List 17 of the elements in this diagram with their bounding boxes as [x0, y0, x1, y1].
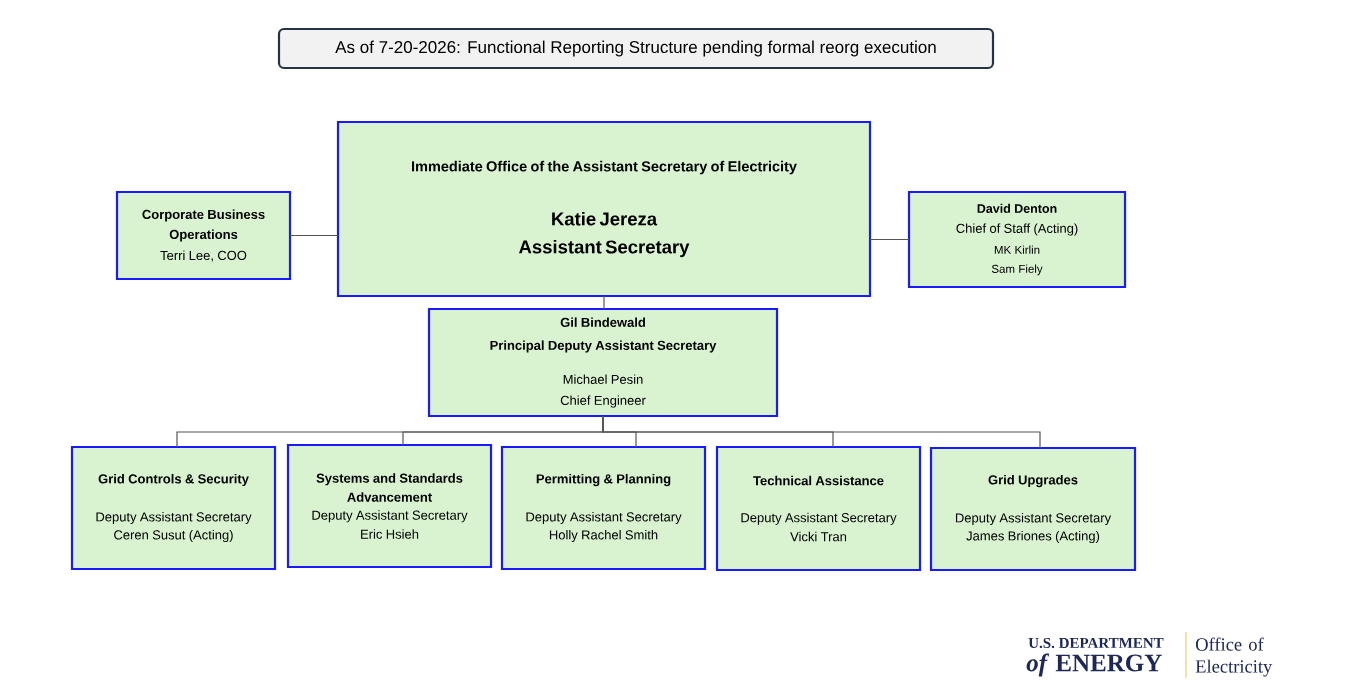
- agency-name: of ENERGY: [1026, 653, 1162, 677]
- org-box: Technical Assistance Deputy Assistant Secretary Vicki Tran: [715, 445, 922, 572]
- agency-name: Office of Electricity: [1195, 637, 1273, 677]
- org-box: Grid Controls & Security Deputy Assistant Secretary Ceren Susut (Acting): [70, 445, 277, 571]
- title-box: As of 7-20-2026: Functional Reporting Structure pending formal reorg execution: [277, 27, 995, 70]
- connector-line: [289, 234, 339, 237]
- org-box: Gil Bindewald Principal Deputy Assistant Secretary Michael Pesin Chief Engineer: [427, 307, 779, 418]
- org-box: Immediate Office of the Assistant Secretary of Electricity Katie Jereza Assistant Secretary: [336, 120, 872, 298]
- org-box: David Denton Chief of Staff (Acting) MK Kirlin Sam Fiely: [907, 190, 1127, 289]
- org-box: Corporate Business Operations Terri Lee, COO: [115, 190, 292, 281]
- connector-line: [602, 415, 1041, 449]
- connector-line: [603, 295, 605, 310]
- org-box: Systems and Standards Advancement Deputy Assistant Secretary Eric Hsieh: [286, 443, 493, 569]
- agency-name: U.S. DEPARTMENT: [1028, 637, 1164, 649]
- connector-line: [869, 238, 910, 241]
- org-box: Grid Upgrades Deputy Assistant Secretary James Briones (Acting): [929, 446, 1137, 572]
- org-box: Permitting & Planning Deputy Assistant Secretary Holly Rachel Smith: [500, 445, 707, 571]
